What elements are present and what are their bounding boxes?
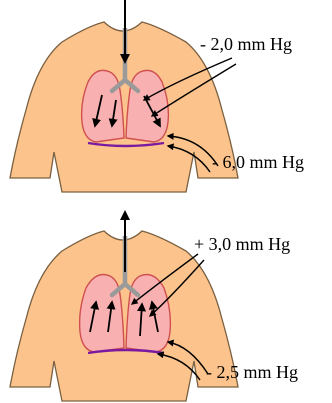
pleural-pressure-label: - 2,5 mm Hg — [206, 362, 298, 382]
pleural-pressure-label: - 6,0 mm Hg — [212, 152, 304, 172]
panel-inspiration: - 2,0 mm Hg - 6,0 mm Hg — [10, 0, 304, 192]
alveolar-pressure-label: + 3,0 mm Hg — [194, 234, 290, 254]
left-lung — [82, 70, 124, 142]
right-lung — [126, 70, 168, 142]
alveolar-pressure-label: - 2,0 mm Hg — [200, 34, 292, 54]
panel-expiration: + 3,0 mm Hg - 2,5 mm Hg — [10, 212, 298, 401]
